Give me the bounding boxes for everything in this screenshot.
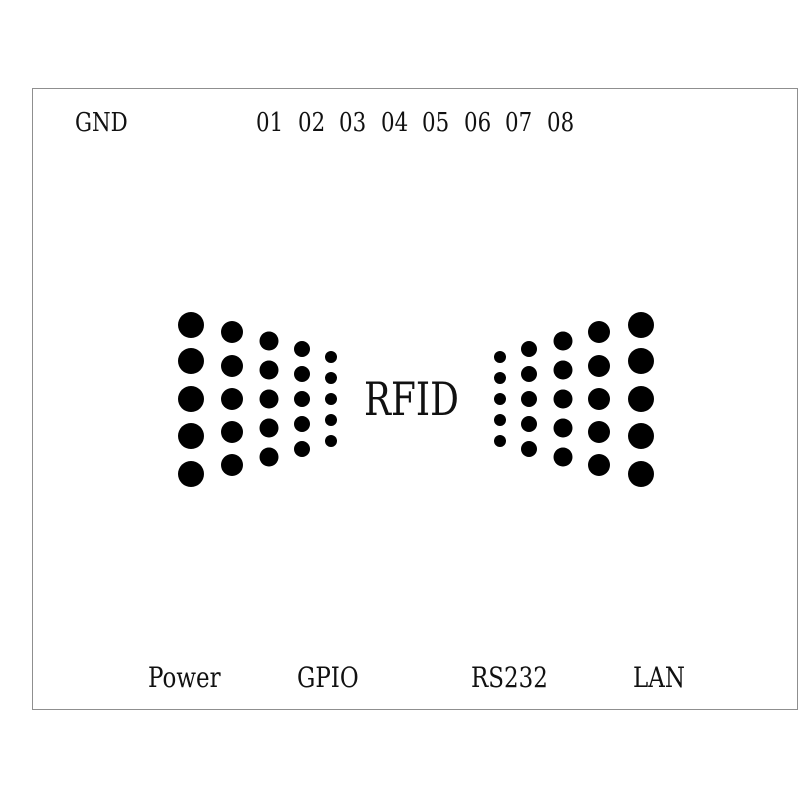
wave-dot xyxy=(521,366,537,382)
left-wave-dots xyxy=(178,312,337,487)
wave-dot xyxy=(494,351,506,363)
pin-label: 02 xyxy=(297,108,325,138)
wave-dot xyxy=(325,414,337,426)
wave-dot xyxy=(221,321,243,343)
wave-dot xyxy=(521,441,537,457)
wave-dot xyxy=(628,423,654,449)
wave-dot xyxy=(588,454,610,476)
wave-dot xyxy=(494,393,506,405)
pin-label: 01 xyxy=(256,108,284,138)
wave-dot xyxy=(259,447,279,467)
wave-dot xyxy=(294,341,310,357)
pin-label: 06 xyxy=(463,108,491,138)
wave-dot xyxy=(628,348,654,374)
wave-dot xyxy=(494,372,506,384)
pin-label: 07 xyxy=(505,108,533,138)
port-label-gpio: GPIO xyxy=(297,661,359,694)
wave-dot xyxy=(221,388,243,410)
pin-label-row: 01 02 03 04 05 06 07 08 xyxy=(256,110,588,136)
device-panel xyxy=(32,88,798,710)
wave-dot xyxy=(294,416,310,432)
wave-dot xyxy=(259,331,279,351)
wave-dot xyxy=(628,461,654,487)
rfid-title: RFID xyxy=(364,372,459,426)
wave-dot xyxy=(178,348,204,374)
wave-dot xyxy=(259,389,279,409)
wave-dot xyxy=(588,421,610,443)
wave-dot xyxy=(553,360,573,380)
wave-dot xyxy=(325,393,337,405)
wave-dot xyxy=(221,454,243,476)
wave-dot xyxy=(294,366,310,382)
wave-dot xyxy=(588,321,610,343)
wave-dot xyxy=(588,355,610,377)
wave-dot xyxy=(325,372,337,384)
wave-dot xyxy=(178,386,204,412)
pin-label: 08 xyxy=(546,108,574,138)
wave-dot xyxy=(325,351,337,363)
wave-dot xyxy=(521,341,537,357)
wave-dot xyxy=(294,391,310,407)
pin-label: 05 xyxy=(422,108,450,138)
gnd-label: GND xyxy=(75,108,128,138)
wave-dot xyxy=(521,391,537,407)
wave-dot xyxy=(588,388,610,410)
wave-dot xyxy=(178,312,204,338)
wave-dot xyxy=(628,312,654,338)
wave-dot xyxy=(294,441,310,457)
port-label-lan: LAN xyxy=(633,661,685,694)
wave-dot xyxy=(259,360,279,380)
wave-dot xyxy=(494,435,506,447)
pin-label: 04 xyxy=(380,108,408,138)
wave-dot xyxy=(521,416,537,432)
port-label-rs232: RS232 xyxy=(471,661,548,694)
wave-dot xyxy=(259,418,279,438)
wave-dot xyxy=(628,386,654,412)
wave-dot xyxy=(553,447,573,467)
wave-dot xyxy=(553,389,573,409)
wave-dot xyxy=(221,421,243,443)
wave-dot xyxy=(178,461,204,487)
wave-dot xyxy=(221,355,243,377)
wave-dot xyxy=(553,418,573,438)
wave-dot xyxy=(178,423,204,449)
wave-dot xyxy=(325,435,337,447)
right-wave-dots xyxy=(494,312,654,487)
wave-dot xyxy=(494,414,506,426)
pin-label: 03 xyxy=(339,108,367,138)
port-label-power: Power xyxy=(148,661,221,694)
wave-dot xyxy=(553,331,573,351)
